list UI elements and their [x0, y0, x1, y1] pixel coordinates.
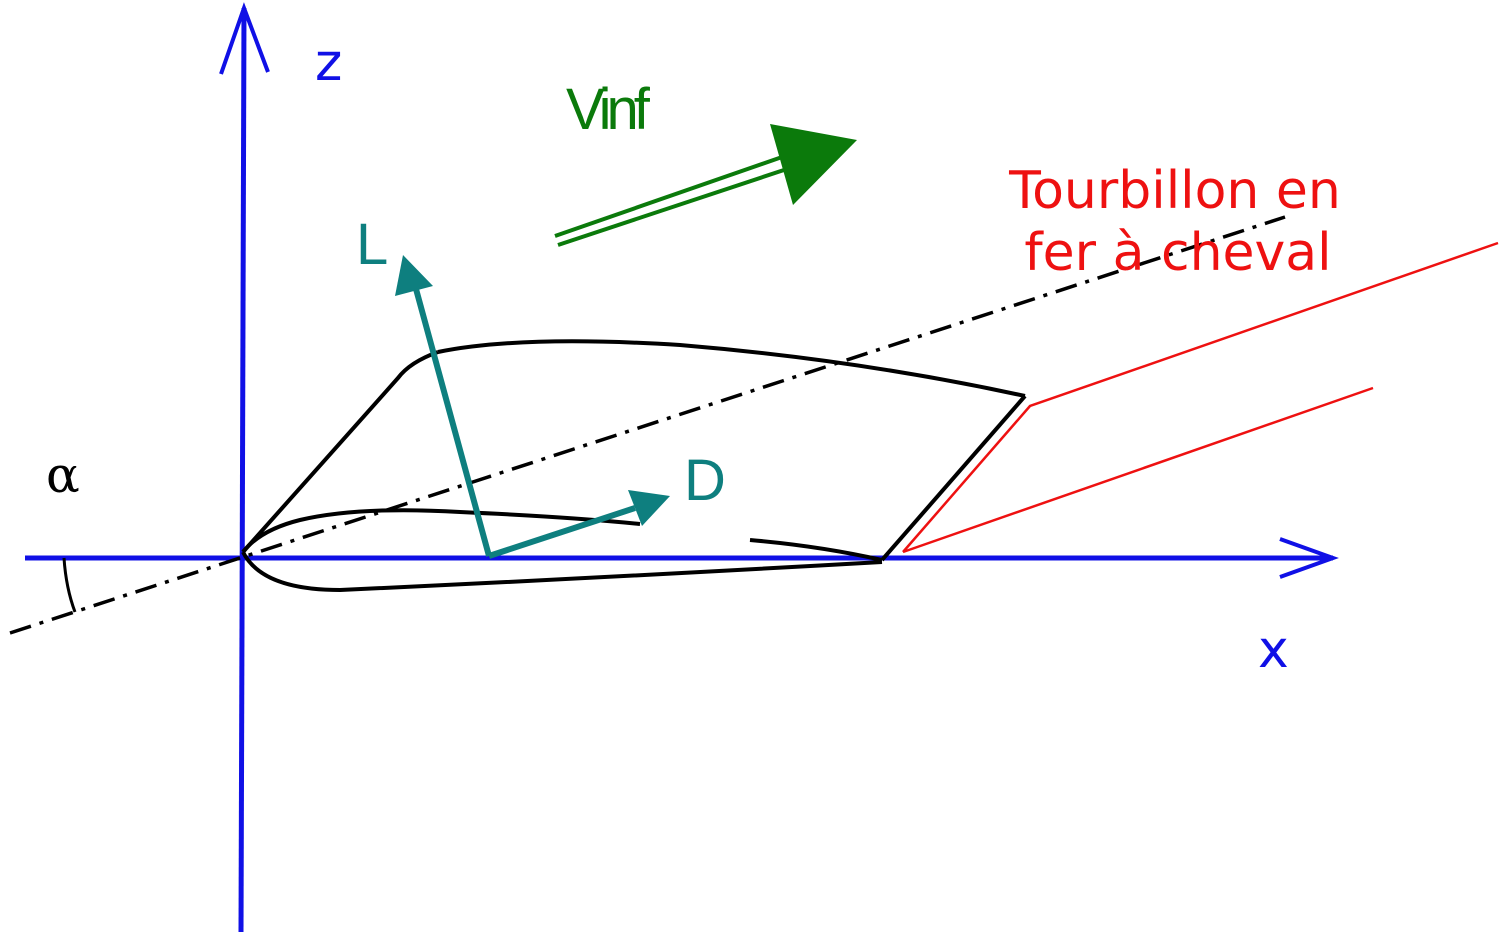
- x-axis: [25, 537, 1339, 579]
- vortex-label-line1: Tourbillon en: [1008, 161, 1341, 221]
- z-axis: [219, 2, 270, 933]
- vortex-inner-leg: [902, 386, 1374, 554]
- wing-leading-edge: [241, 350, 439, 554]
- angle-of-attack-label: α: [46, 446, 80, 504]
- wing: [241, 339, 1027, 592]
- horseshoe-vortex: [902, 241, 1499, 554]
- lift-label: L: [356, 212, 388, 277]
- freestream-arrow: [554, 124, 857, 247]
- root-airfoil-lower: [241, 551, 883, 592]
- wing-tip-profile: [437, 339, 1026, 398]
- chord-line: [9, 215, 1286, 635]
- angle-of-attack-arc: [62, 557, 77, 613]
- x-axis-label: x: [1258, 620, 1289, 680]
- lift-arrow: [395, 255, 492, 557]
- drag-arrow: [488, 490, 670, 559]
- root-airfoil-aft: [749, 538, 883, 562]
- z-axis-label: z: [315, 33, 342, 93]
- vortex-outer-leg: [902, 241, 1499, 553]
- drag-label: D: [684, 448, 726, 513]
- vortex-label-line2: fer à cheval: [1024, 223, 1331, 283]
- root-airfoil-upper: [241, 508, 641, 554]
- wing-trailing-edge: [880, 394, 1027, 562]
- freestream-label: Vinf: [566, 77, 651, 142]
